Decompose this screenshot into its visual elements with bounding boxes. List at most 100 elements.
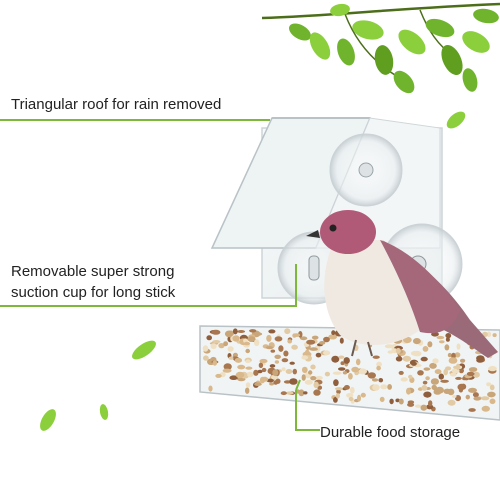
seed [319,341,326,345]
seed [343,385,350,390]
seed [298,389,305,397]
seed [206,335,212,341]
seed [301,355,309,360]
seed [430,378,439,385]
seed [380,384,388,390]
seed [242,375,249,379]
seed [439,340,445,344]
seed [489,384,495,391]
seed [269,382,274,386]
seed [278,345,284,352]
seed [391,348,398,354]
seed [476,357,484,363]
seed [232,352,238,358]
seed [253,332,263,336]
seed [420,404,428,411]
seed [458,367,464,374]
seed [287,339,293,344]
seed [285,369,293,374]
seed [348,373,353,380]
seed [301,374,306,381]
seed [261,367,267,373]
seed [299,336,308,341]
seed [472,392,479,398]
seed [289,378,298,385]
seed [333,379,339,387]
seed [215,373,222,378]
seed [229,375,238,381]
seed [222,368,232,373]
seed [489,398,496,405]
seed [315,352,322,358]
leaf-icon [40,409,56,431]
seed [420,356,428,362]
seed [371,378,379,382]
seed [427,341,433,348]
seed [265,346,274,350]
seed [285,391,294,395]
seed [443,368,449,376]
seed [291,344,298,350]
seed [360,392,366,398]
seed [447,352,452,358]
seed [358,368,368,375]
seed [232,328,238,335]
seed [224,330,234,338]
seed [210,343,217,350]
seed [472,371,480,378]
suction-cup-icon [329,133,403,207]
seed [413,338,421,345]
seed [274,336,283,342]
seed [466,371,475,376]
seed [273,380,279,385]
seed [328,334,338,340]
seed [246,371,254,378]
seed [422,380,428,385]
seed [453,365,459,369]
seed [311,335,319,340]
seed [245,366,253,370]
seed [486,382,492,387]
seed [281,358,289,363]
seed [258,362,264,369]
seed [266,334,272,342]
seed [408,374,413,379]
seed [455,395,461,402]
seed [284,328,291,335]
seed [433,386,438,393]
seed [303,391,308,395]
seed [237,364,246,370]
seed [440,379,449,383]
seed [487,391,496,398]
seed [400,377,408,382]
seed [223,363,232,371]
seed [248,338,255,342]
seed [423,391,432,398]
seed [429,362,437,369]
seed [202,345,209,352]
seed [488,365,497,372]
seed [395,398,400,403]
seed [438,373,444,380]
seed [421,385,428,391]
seed [272,369,279,377]
seed [357,394,361,402]
seed [342,371,348,375]
seed [379,396,385,403]
seed [449,372,457,377]
seed [270,349,276,353]
seed [235,371,245,379]
seed [323,350,331,356]
seed [259,376,266,384]
seed [355,358,361,366]
seed [460,358,466,363]
seed [395,356,403,362]
suction-annotation: Removable super strong suction cup for l… [11,261,175,303]
seed [208,385,213,392]
seed [269,364,276,368]
seed [245,359,251,364]
seed [372,384,380,391]
seed [212,360,218,366]
seed [339,337,344,344]
